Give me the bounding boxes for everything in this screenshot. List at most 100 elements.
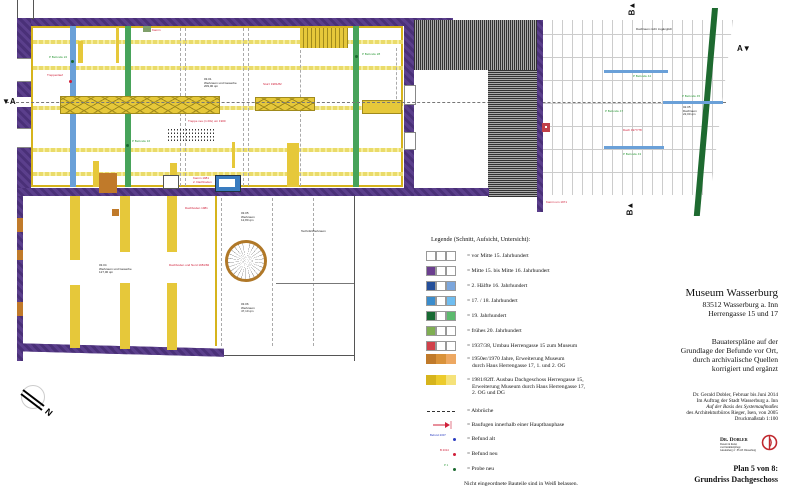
label-treppenlauf: Treppenlauf: [47, 73, 63, 77]
logo-icon: [761, 434, 778, 451]
legend-swatch: [446, 375, 456, 385]
yellow-post: [170, 163, 177, 175]
legend-label: = Mitte 15. bis Mitte 16. Jahrhundert: [467, 268, 550, 274]
beam-line: [33, 172, 403, 176]
credit-line: Im Auftrag der Stadt Wasserburg a. Inn: [696, 398, 778, 404]
print-scale: Druckmaßstab 1:100: [734, 416, 778, 422]
legend-swatch: [436, 326, 446, 336]
room-name: Werkraum und Gewerbe: [99, 266, 132, 271]
label-probe-16: P Befunde 16: [132, 139, 151, 143]
room-area: 22,00 qm: [683, 112, 696, 116]
label-probe-45: P Befunde 45: [682, 94, 701, 98]
legend-label: = Befund neu: [467, 451, 498, 457]
legend-label: = Abbrüche: [467, 408, 494, 414]
legend-swatch: [446, 341, 456, 351]
legend-swatch: [426, 296, 436, 306]
label-treppe: Treppe neu (1.DG) um 1900: [188, 119, 226, 123]
rafter-line: [248, 28, 249, 186]
partition: [23, 283, 70, 284]
section-line-a: [6, 102, 726, 103]
legend-label: = Befund alt: [467, 436, 496, 442]
window-niche: [404, 85, 416, 105]
wall-west-brown: [17, 250, 23, 260]
chimney-box: [163, 175, 179, 189]
beam-blue: [604, 146, 664, 149]
description-line: korrigiert und ergänzt: [711, 364, 778, 373]
logo-sub-line: Gnadenberg 4 · 83123 Wasserburg: [720, 449, 756, 452]
label-probe-22: P Befunde 22: [49, 55, 68, 59]
legend-swatch: [446, 311, 456, 321]
probe-dot: [71, 60, 74, 63]
wall-west-brown: [17, 302, 23, 316]
lift-box: [215, 175, 241, 192]
room-area: 127,00 qm: [99, 270, 114, 274]
legend-label: = Probe neu: [467, 466, 495, 472]
label-dachboden-1981: Dachboden 1981: [185, 206, 208, 210]
svg-text:N: N: [43, 406, 54, 418]
yellow-column: [70, 196, 80, 260]
yellow-column: [167, 196, 177, 252]
red-arrow-icon: [433, 421, 452, 429]
legend-swatch: [446, 281, 456, 291]
legend-note: Nicht eingeordnete Bauteile sind in Weiß…: [464, 481, 578, 487]
label-probe-47: P Befunde 47: [605, 109, 624, 113]
legend-swatch: [426, 311, 436, 321]
beam-line: [33, 148, 403, 152]
rafter-line: [221, 198, 222, 346]
legend-item-0: [426, 250, 456, 262]
logo-name: Dr. Dobler: [720, 437, 748, 443]
roof-void-hatched: [414, 20, 538, 70]
beam-green-19c: [353, 26, 359, 187]
dashed-line-icon: [427, 411, 455, 412]
yellow-column: [120, 283, 130, 349]
wall-gold-divider: [215, 196, 217, 346]
legend-label-line2: durch Haus Herrengasse 17, 1. und 2. OG: [472, 362, 566, 369]
museum-title: Museum Wasserburg: [685, 287, 778, 299]
room-name: Werkraum: [241, 305, 255, 310]
section-mark-a-right: A▼: [737, 44, 751, 53]
rafter-line: [243, 28, 244, 186]
section-mark-a-left: ▼A: [2, 97, 16, 106]
label-dach-1977: Dach 1977/78: [623, 128, 642, 132]
beam-line: [33, 40, 403, 44]
legend-swatch: [446, 296, 456, 306]
brown-post: [112, 209, 119, 216]
stair-grid: [167, 128, 215, 142]
legend-item-3: [426, 295, 456, 307]
legend-label-line1: = 1950er/1970 Jahre, Erweiterung Museum: [467, 356, 565, 362]
room-id: 03.04: [99, 263, 107, 267]
collar-beam: [362, 100, 402, 114]
stair-upper: [300, 28, 348, 48]
yellow-column: [120, 196, 130, 252]
legend-item-6: [426, 340, 456, 352]
legend-label-line3: 2. OG und DG: [472, 390, 505, 397]
legend-swatch: [426, 251, 436, 261]
room-label-0307: Technik/Werkraum: [301, 229, 326, 233]
wall-west-brown: [17, 218, 23, 232]
north-arrow-icon: [21, 385, 45, 409]
legend-item-5: [426, 325, 456, 337]
label-kamin-1971: Kamin um 1971: [546, 200, 568, 204]
legend-item-1: [426, 265, 456, 277]
legend-swatch: [436, 341, 446, 351]
logo-sub-line: Dozent in Kunst: [720, 443, 738, 446]
legend-swatch: [436, 311, 446, 321]
legend-label: = 2. Hälfte 16. Jahrhundert: [467, 283, 528, 289]
legend-swatch: [446, 326, 456, 336]
label-dachboden-nord: Dachboden und Nord 1981/82: [169, 263, 210, 267]
label-dachraum: Dachraum nicht zugänglich: [636, 27, 673, 31]
logo-sub-line: von Denkmalpflege: [720, 446, 741, 449]
legend-swatch: [426, 375, 436, 385]
legend-label: = 1937/38, Umbau Herrengasse 15 zum Muse…: [467, 343, 578, 349]
wall-east-line: [354, 196, 355, 361]
befund-alt-tag: Befund 2007: [430, 433, 446, 437]
description-line: Bauaterspläne auf der: [711, 337, 778, 346]
room-name: Werkraum und Gewerbe: [204, 80, 237, 85]
wall-south-line: [224, 355, 354, 356]
room-area: 12,80 qm: [241, 218, 254, 222]
legend-swatch: [436, 266, 446, 276]
legend-swatch: [436, 281, 446, 291]
